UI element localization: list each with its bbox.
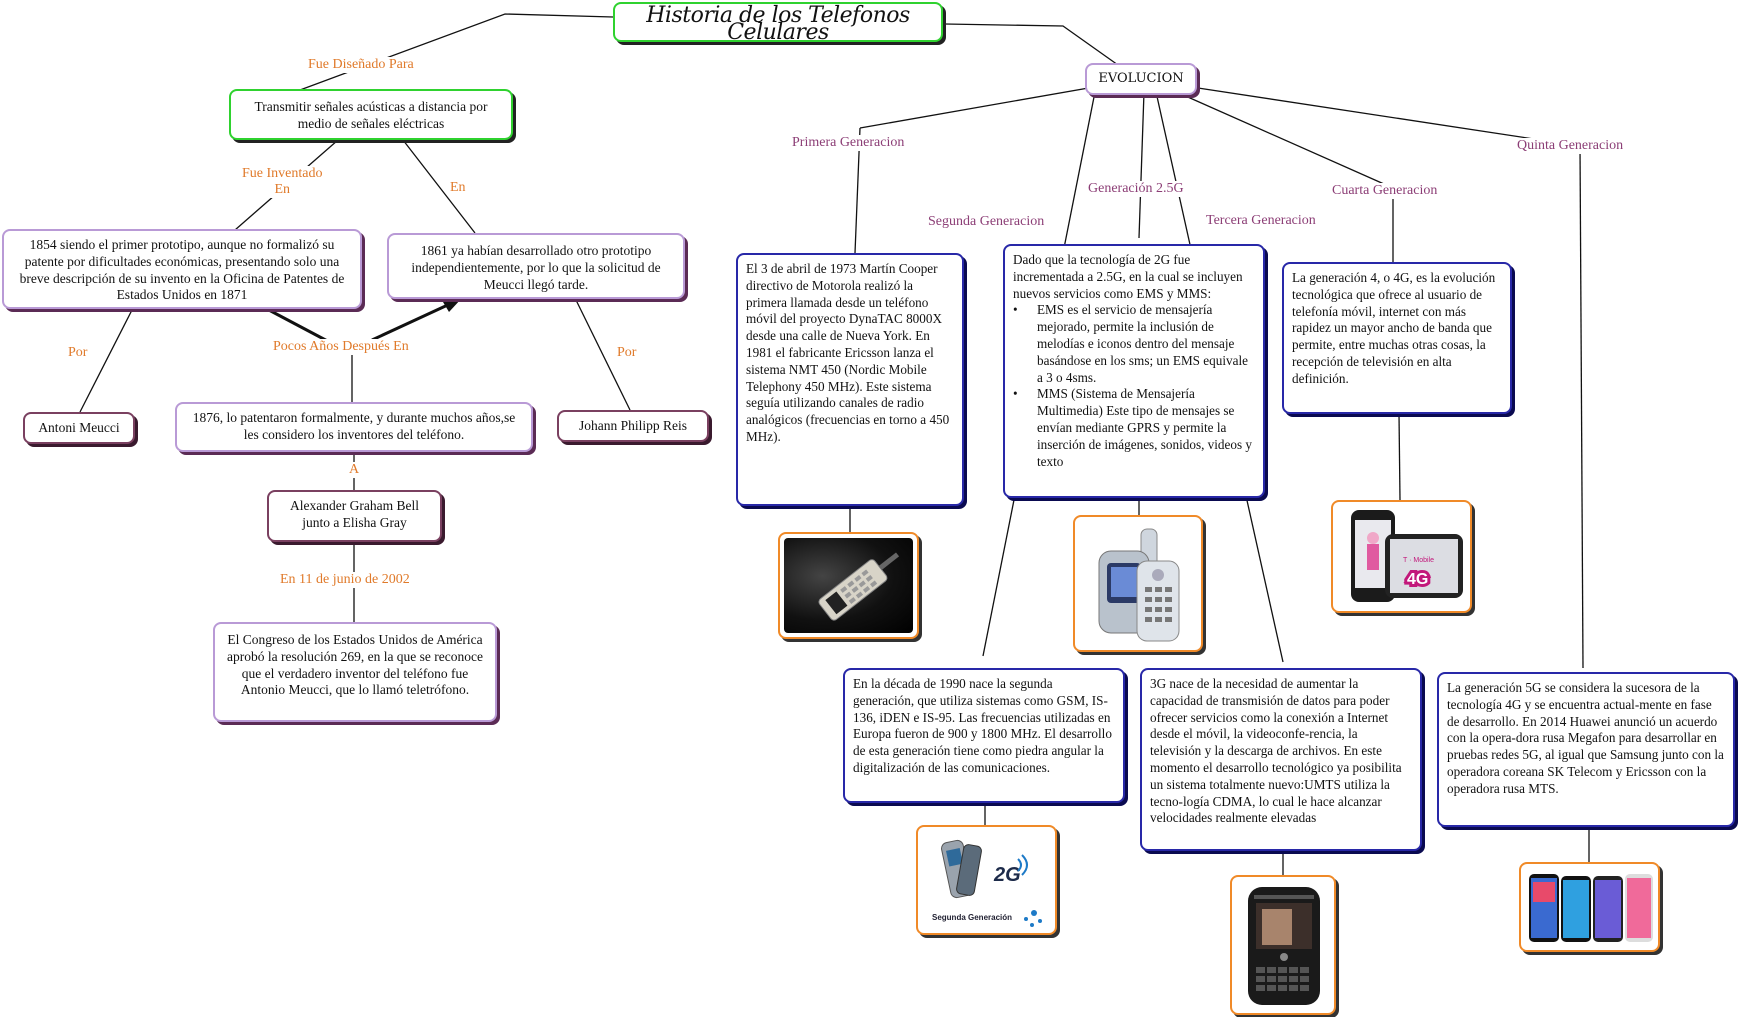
gen25-bullet-mms-text: MMS (Sistema de Mensajería Multimedia) E…: [1037, 386, 1252, 469]
label-fue-disenado: Fue Diseñado Para: [308, 57, 414, 73]
gen25-bullet-ems-text: EMS es el servicio de mensajería mejorad…: [1037, 302, 1248, 385]
node-bell[interactable]: Alexander Graham Bell junto a Elisha Gra…: [267, 490, 442, 542]
brick-phone-icon: [818, 552, 900, 621]
gen4-brand-text: T · Mobile: [1403, 557, 1434, 564]
flip-phone-picture: [1079, 521, 1197, 646]
node-1876[interactable]: 1876, lo patentaron formalmente, y duran…: [175, 402, 533, 452]
node-evolucion[interactable]: EVOLUCION: [1085, 63, 1197, 95]
label-cuarta-generacion: Cuarta Generacion: [1332, 183, 1438, 199]
gen4-phone-picture: T · Mobile 4G: [1337, 506, 1466, 607]
image-gen2-phone: 2G Segunda Generación: [916, 825, 1057, 935]
map-title: Historia de los Telefonos Celulares: [613, 2, 943, 45]
flip-phone-icon: [1098, 528, 1180, 642]
gen25-intro: Dado que la tecnología de 2G fue increme…: [1013, 252, 1243, 301]
label-junio: En 11 de junio de 2002: [280, 572, 410, 588]
brick-phone-picture: [784, 538, 913, 633]
image-gen25-phone: [1073, 515, 1203, 652]
label-fue-inventado-line1: Fue Inventado: [242, 166, 323, 181]
gen25-bullet-ems: • EMS es el servicio de mensajería mejor…: [1013, 302, 1255, 386]
bullet-icon: •: [1013, 302, 1018, 318]
label-segunda-generacion: Segunda Generacion: [928, 214, 1045, 230]
node-gen1[interactable]: El 3 de abril de 1973 Martín Cooper dire…: [736, 253, 964, 506]
label-primera-generacion: Primera Generacion: [792, 135, 905, 151]
gen2-caption-text: Segunda Generación: [932, 913, 1012, 922]
node-meucci[interactable]: Antoni Meucci: [23, 412, 135, 444]
gen4-badge-text: 4G: [1407, 571, 1428, 588]
node-reis[interactable]: Johann Philipp Reis: [557, 410, 709, 442]
gen2-badge-text: 2G: [993, 864, 1021, 886]
node-gen25[interactable]: Dado que la tecnología de 2G fue increme…: [1003, 244, 1265, 498]
label-quinta-generacion: Quinta Generacion: [1517, 138, 1624, 154]
label-en: En: [450, 180, 466, 196]
label-generacion-25g: Generación 2.5G: [1088, 181, 1184, 197]
node-gen4[interactable]: La generación 4, o 4G, es la evolución t…: [1282, 262, 1512, 414]
image-gen1-phone: [778, 532, 919, 639]
image-gen5-phones: [1519, 862, 1660, 952]
node-gen2[interactable]: En la década de 1990 nace la segunda gen…: [843, 668, 1125, 803]
label-por-left: Por: [68, 345, 88, 361]
bullet-icon: •: [1013, 386, 1018, 402]
node-1861[interactable]: 1861 ya habían desarrollado otro prototi…: [387, 233, 685, 299]
label-fue-inventado: Fue Inventado En: [242, 166, 323, 198]
gen3-phone-picture: [1236, 881, 1330, 1009]
gen4-phone-icon: T · Mobile 4G: [1351, 510, 1463, 602]
map-title-text: Historia de los Telefonos Celulares: [646, 3, 910, 45]
gen5-phones-picture: [1525, 868, 1654, 946]
gen2-phone-icon: 2G Segunda Generación: [932, 839, 1042, 927]
gen2-phone-picture: 2G Segunda Generación: [922, 831, 1051, 929]
node-gen3[interactable]: 3G nace de la necesidad de aumentar la c…: [1140, 668, 1422, 851]
node-gen5[interactable]: La generación 5G se considera la sucesor…: [1437, 672, 1735, 827]
node-transmitir[interactable]: Transmitir señales acústicas a distancia…: [229, 89, 513, 140]
image-gen3-phone: [1230, 875, 1336, 1015]
label-por-right: Por: [617, 345, 637, 361]
node-1854[interactable]: 1854 siendo el primer prototipo, aunque …: [2, 229, 362, 309]
image-gen4-phone: T · Mobile 4G: [1331, 500, 1472, 613]
label-fue-inventado-line2: En: [274, 182, 291, 197]
gen25-bullet-mms: • MMS (Sistema de Mensajería Multimedia)…: [1013, 386, 1255, 470]
label-a: A: [349, 462, 360, 478]
gen5-phones-icon: [1529, 874, 1653, 942]
label-tercera-generacion: Tercera Generacion: [1206, 213, 1316, 229]
node-congreso[interactable]: El Congreso de los Estados Unidos de Amé…: [213, 622, 497, 722]
blackberry-phone-icon: [1248, 887, 1320, 1005]
label-pocos-anos: Pocos Años Después En: [273, 339, 409, 355]
